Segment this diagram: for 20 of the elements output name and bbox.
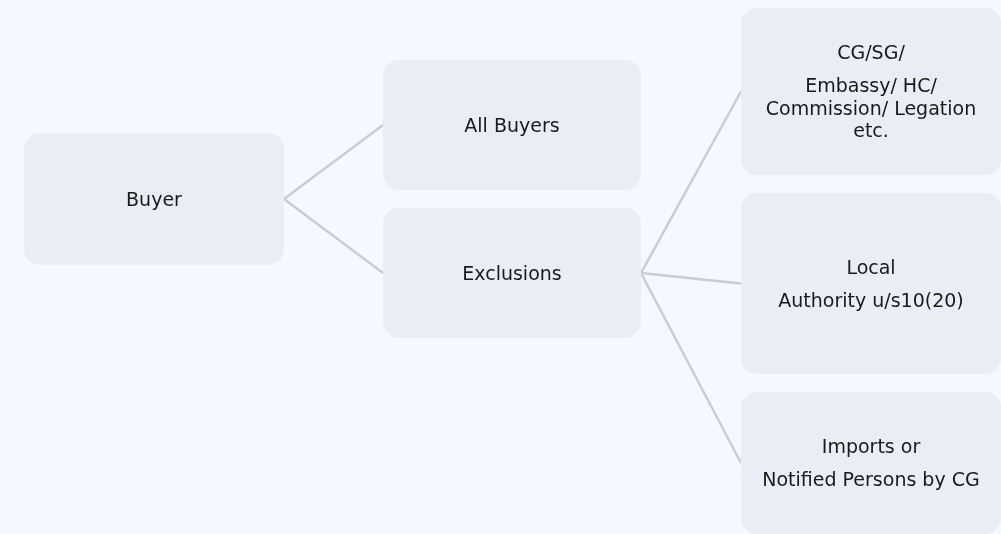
node-box	[741, 193, 1001, 374]
connector-line	[283, 198, 384, 274]
node-text: Notified Persons by CG	[762, 468, 980, 491]
connector-line	[283, 124, 384, 200]
node-box	[741, 8, 1001, 175]
node-text: Embassy/ HC/ Commission/ Legation etc.	[764, 73, 978, 143]
node-text: Authority u/s10(20)	[778, 288, 964, 312]
node-text: Imports or	[821, 435, 921, 458]
node-box	[741, 392, 1001, 534]
node-text: Exclusions	[462, 261, 562, 285]
connector-line	[640, 271, 742, 285]
node-text: Buyer	[126, 187, 182, 211]
node-text: CG/SG/	[837, 40, 905, 64]
node-box	[24, 133, 284, 265]
node-text: Local	[846, 255, 896, 279]
connector-line	[639, 272, 743, 464]
connector-line	[639, 90, 743, 274]
node-text: All Buyers	[464, 113, 560, 137]
node-box	[383, 208, 641, 338]
node-box	[383, 60, 641, 190]
